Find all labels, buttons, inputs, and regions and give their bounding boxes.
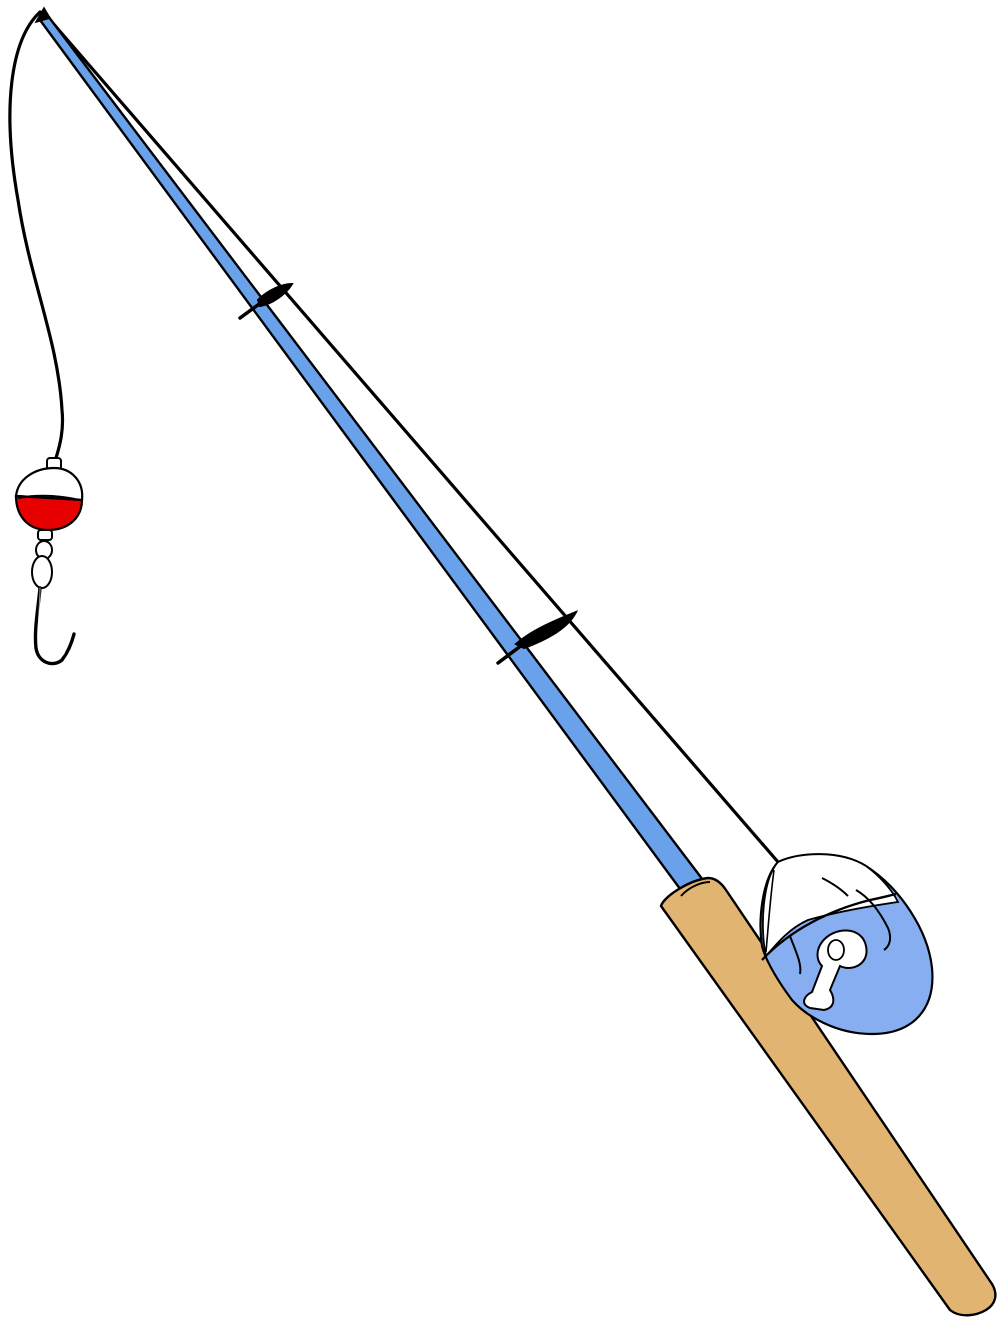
bobber: [14, 457, 84, 589]
bobber-line: [8, 10, 65, 460]
reel-rim: [761, 892, 897, 961]
line-guide-lower: [496, 610, 579, 665]
bobber-top: [14, 466, 84, 502]
fishing-line: [43, 12, 780, 864]
bobber-bottom: [14, 494, 84, 532]
spinning-reel: [759, 853, 934, 1036]
reel-crank: [803, 929, 868, 1012]
line-guide-upper: [238, 282, 294, 320]
rod-blank: [38, 14, 708, 899]
rod-tip: [34, 6, 52, 24]
reel-cap: [762, 853, 900, 958]
rod-handle: [659, 876, 997, 1317]
hook: [33, 586, 76, 666]
handle-ferrule: [680, 881, 711, 897]
